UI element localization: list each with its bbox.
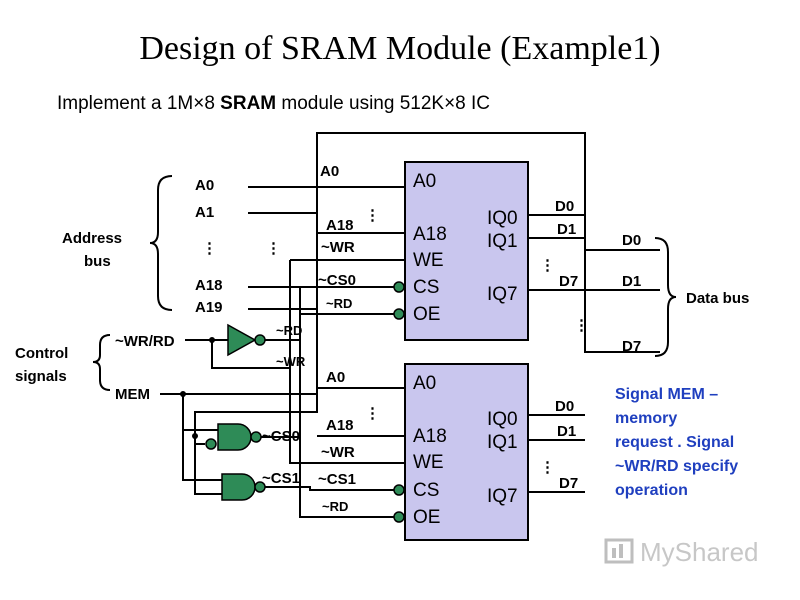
bottom-in-a0: A0 [326, 369, 345, 386]
watermark-text: MyShared [640, 537, 759, 567]
chip-top-pin-cs: CS [413, 277, 439, 298]
chip-top-pin-iq1: IQ1 [487, 231, 518, 252]
and-gate-cs1 [221, 473, 256, 501]
chip-top-pin-iq0: IQ0 [487, 208, 518, 229]
bus-d1: D1 [622, 273, 641, 290]
bottom-in-ellipsis: ⋮ [365, 405, 380, 422]
top-cs-bubble [393, 281, 405, 293]
inverter-bubble [254, 334, 266, 346]
watermark-icon [604, 538, 634, 564]
chip-top-pin-iq7: IQ7 [487, 284, 518, 305]
top-out-d7: D7 [559, 273, 578, 290]
chip-top-pin-we: WE [413, 250, 444, 271]
address-bus-label-1: Address [62, 230, 122, 247]
enclosing-wire [316, 132, 615, 360]
note-line-5: operation [615, 482, 688, 499]
subtitle-suffix: module using 512K×8 IC [276, 93, 491, 114]
top-out-ellipsis: ⋮ [540, 257, 555, 274]
bottom-cs-bubble [393, 484, 405, 496]
bottom-in-rd: ~RD [322, 499, 348, 514]
control-label-1: Control [15, 345, 68, 362]
chip-bottom-pin-a0: A0 [413, 373, 436, 394]
chip-bottom-pin-we: WE [413, 452, 444, 473]
inverter-gate [227, 323, 257, 357]
watermark-icon-bar2 [619, 544, 623, 558]
subtitle-bold: SRAM [220, 93, 277, 114]
inv-out-wr: ~WR [276, 354, 306, 369]
note-line-1: Signal MEM – [615, 386, 718, 403]
bottom-out-d7: D7 [559, 475, 578, 492]
chip-top-pin-a0: A0 [413, 171, 436, 192]
bottom-in-cs1: ~CS1 [318, 471, 356, 488]
and-gate-cs0-bubble [250, 431, 262, 443]
address-bus-brace [149, 175, 173, 311]
top-out-d1: D1 [557, 221, 576, 238]
wire-cs1 [265, 486, 395, 491]
bus-ellipsis: ⋮ [574, 317, 589, 334]
bottom-in-a18: A18 [326, 417, 354, 434]
bottom-out-d1: D1 [557, 423, 576, 440]
top-in-a18: A18 [326, 217, 354, 234]
chip-bottom-pin-iq7: IQ7 [487, 486, 518, 507]
addr-ellipsis-2: ⋮ [266, 240, 281, 257]
top-in-rd: ~RD [326, 296, 352, 311]
top-in-a0: A0 [320, 163, 339, 180]
address-bus-label-2: bus [84, 253, 111, 270]
data-bus-label: Data bus [686, 290, 749, 307]
sram-chip-top [404, 161, 529, 341]
wire-a19-bottom [194, 309, 318, 495]
top-in-wr: ~WR [321, 239, 355, 256]
note-line-2: memory [615, 410, 677, 427]
chip-bottom-pin-iq0: IQ0 [487, 409, 518, 430]
addr-a0-label: A0 [195, 177, 214, 194]
wire-bottom-we [289, 368, 405, 464]
chip-bottom-pin-oe: OE [413, 507, 440, 528]
note-line-3: request . Signal [615, 434, 734, 451]
watermark-icon-bar1 [612, 548, 616, 558]
top-in-ellipsis: ⋮ [365, 207, 380, 224]
bus-d7: D7 [622, 338, 641, 355]
wire-wr-line [211, 260, 291, 369]
control-label-2: signals [15, 368, 67, 385]
chip-top-pin-a18: A18 [413, 224, 447, 245]
mem-label: MEM [115, 386, 150, 403]
addr-a1-label: A1 [195, 204, 214, 221]
data-bus-brace [654, 237, 677, 357]
and-gate-cs0 [217, 423, 252, 451]
chip-bottom-pin-iq1: IQ1 [487, 432, 518, 453]
wire-bottom-oe [299, 437, 395, 518]
watermark: MyShared [604, 537, 759, 567]
note-line-4: ~WR/RD specify [615, 458, 738, 475]
subtitle-prefix: Implement a 1M×8 [57, 93, 221, 114]
chip-top-pin-oe: OE [413, 304, 440, 325]
bottom-in-wr: ~WR [321, 444, 355, 461]
inv-out-rd: ~RD [276, 323, 302, 338]
addr-ellipsis: ⋮ [202, 240, 217, 257]
gate0-input-bubble [205, 438, 217, 450]
wr-rd-label: ~WR/RD [115, 333, 175, 350]
bottom-out-d0: D0 [555, 398, 574, 415]
wire-mem-gate1 [182, 394, 222, 481]
control-brace [92, 334, 111, 391]
cs1-label: ~CS1 [262, 470, 300, 487]
page-title: Design of SRAM Module (Example1) [139, 30, 661, 67]
bottom-oe-bubble [393, 511, 405, 523]
top-in-cs0: ~CS0 [318, 272, 356, 289]
addr-a19-label: A19 [195, 299, 223, 316]
top-oe-bubble [393, 308, 405, 320]
top-out-d0: D0 [555, 198, 574, 215]
cs0-label: ~CS0 [262, 428, 300, 445]
sram-chip-bottom [404, 363, 529, 541]
bottom-out-ellipsis: ⋮ [540, 459, 555, 476]
chip-bottom-pin-cs: CS [413, 480, 439, 501]
bus-d0: D0 [622, 232, 641, 249]
addr-a18-label: A18 [195, 277, 223, 294]
subtitle: Implement a 1M×8 SRAM module using 512K×… [57, 93, 490, 115]
chip-bottom-pin-a18: A18 [413, 426, 447, 447]
